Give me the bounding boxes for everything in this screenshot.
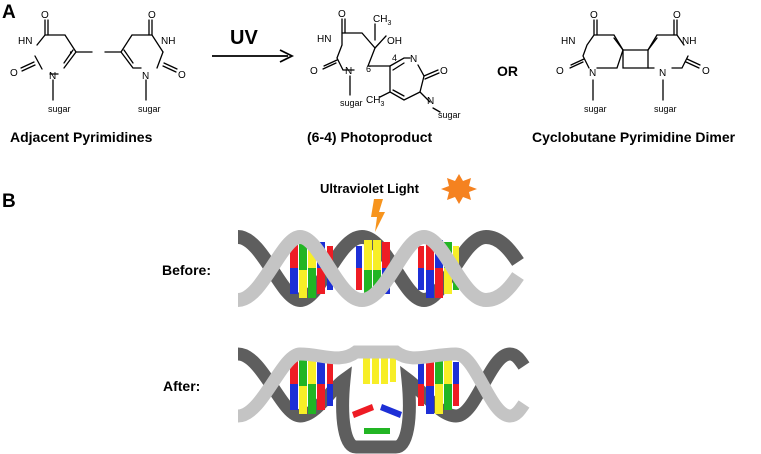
- sun-icon: [441, 174, 477, 204]
- base-pairs-after: [290, 356, 459, 434]
- atom-o-pp-c: O: [440, 66, 448, 77]
- atom-o-cpd-c: O: [673, 10, 681, 21]
- atom-ch3-pp-a: CH3: [373, 14, 391, 27]
- sugar-1: sugar: [48, 104, 71, 114]
- dna-helix-before: [236, 229, 524, 308]
- caption-adjacent-pyrimidines: Adjacent Pyrimidines: [10, 129, 153, 145]
- after-label: After:: [163, 378, 200, 394]
- atom-oh-pp: OH: [387, 36, 402, 47]
- caption-photoproduct: (6-4) Photoproduct: [307, 129, 433, 145]
- lightning-bolt-icon: [371, 199, 385, 232]
- panel-b-label: B: [2, 191, 16, 212]
- atom-o-pp-b: O: [310, 66, 318, 77]
- atom-n-pp-lower: N: [427, 96, 434, 107]
- atom-n-cpd-a: N: [589, 68, 596, 79]
- bond-pp-sugar: [432, 107, 441, 113]
- atom-nh-cpd: NH: [682, 36, 696, 47]
- atom-6-label: 6: [366, 64, 371, 74]
- atom-n-cpd-b: N: [659, 68, 666, 79]
- atom-o-1b: O: [10, 68, 18, 79]
- atom-o-2b: O: [178, 70, 186, 81]
- atom-4-label: 4: [392, 53, 397, 63]
- sugar-cpd-2: sugar: [654, 104, 677, 114]
- cyclobutane-dimer-structure: [569, 19, 701, 101]
- dna-helix-after: [236, 345, 530, 454]
- panel-a-label: A: [2, 2, 16, 23]
- atom-o-cpd-d: O: [702, 66, 710, 77]
- sugar-pp-1: sugar: [340, 98, 363, 108]
- atom-o-cpd-b: O: [556, 66, 564, 77]
- atom-hn-pp: HN: [317, 34, 331, 45]
- before-label: Before:: [162, 262, 211, 278]
- atom-nh-2: NH: [161, 36, 175, 47]
- atom-n-2: N: [142, 71, 149, 82]
- atom-o-cpd-a: O: [590, 10, 598, 21]
- pyrimidine-2-structure: [104, 19, 178, 101]
- atom-n-1: N: [49, 71, 56, 82]
- sugar-2: sugar: [138, 104, 161, 114]
- atom-o-pp-a: O: [338, 9, 346, 20]
- sugar-pp-2: sugar: [438, 110, 461, 120]
- photoproduct-structure: [322, 18, 440, 103]
- atom-ch3-pp-b: CH3: [366, 95, 384, 108]
- atom-hn-cpd: HN: [561, 36, 575, 47]
- atom-o-1a: O: [41, 10, 49, 21]
- dot-separator: ·: [69, 44, 74, 60]
- atom-n-pp: N: [345, 66, 352, 77]
- ultraviolet-light-label: Ultraviolet Light: [320, 181, 420, 196]
- uv-label: UV: [230, 27, 258, 49]
- atom-n-pp-ring: N: [410, 54, 417, 65]
- sugar-cpd-1: sugar: [584, 104, 607, 114]
- atom-hn-1: HN: [18, 36, 32, 47]
- atom-o-2a: O: [148, 10, 156, 21]
- reaction-arrow: [212, 49, 295, 63]
- or-label: OR: [497, 63, 518, 79]
- caption-cyclobutane-dimer: Cyclobutane Pyrimidine Dimer: [532, 129, 736, 145]
- pyrimidine-1-structure: [20, 19, 93, 101]
